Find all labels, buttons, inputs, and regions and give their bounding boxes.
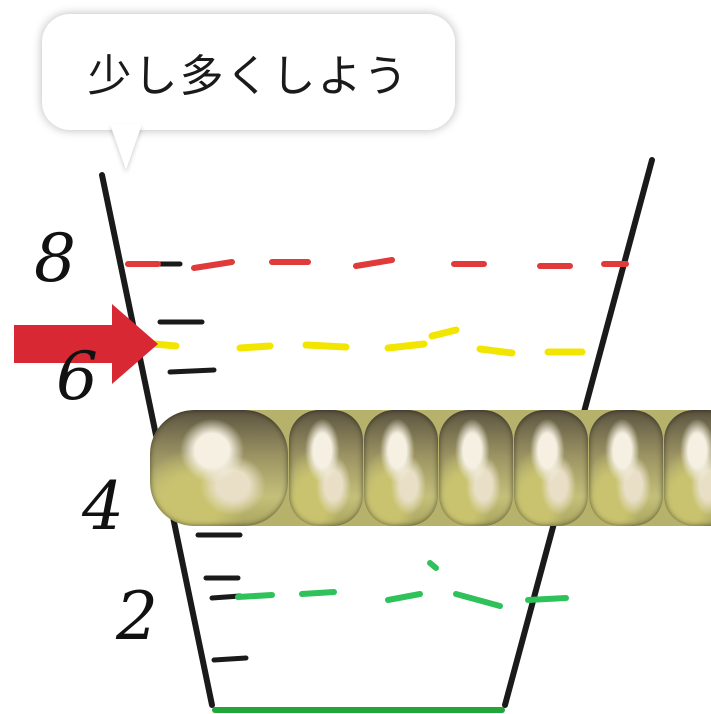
tick-mark-1 (211, 655, 249, 663)
food-photo-tile (439, 410, 513, 526)
speech-bubble-text: 少し多くしよう (87, 51, 410, 102)
speech-bubble-tail (110, 124, 142, 170)
food-photo-strip (150, 410, 711, 526)
green-level-line (235, 560, 569, 609)
speech-bubble: 少し多くしよう (42, 14, 455, 130)
scale-label-4: 4 (82, 468, 124, 545)
yellow-level-line (150, 326, 586, 357)
food-photo-tile (514, 410, 588, 526)
scale-label-2: 2 (116, 578, 158, 655)
red-arrow-icon (14, 304, 158, 384)
red-level-line (125, 257, 629, 271)
food-photo-tile (150, 410, 288, 526)
scale-label-6: 6 (56, 338, 98, 415)
food-photo-tile (289, 410, 363, 526)
food-photo-tile (364, 410, 438, 526)
food-photo-tile (664, 410, 711, 526)
scale-label-8: 8 (34, 220, 76, 297)
food-photo-tile (589, 410, 663, 526)
tick-mark-6 (167, 367, 217, 375)
